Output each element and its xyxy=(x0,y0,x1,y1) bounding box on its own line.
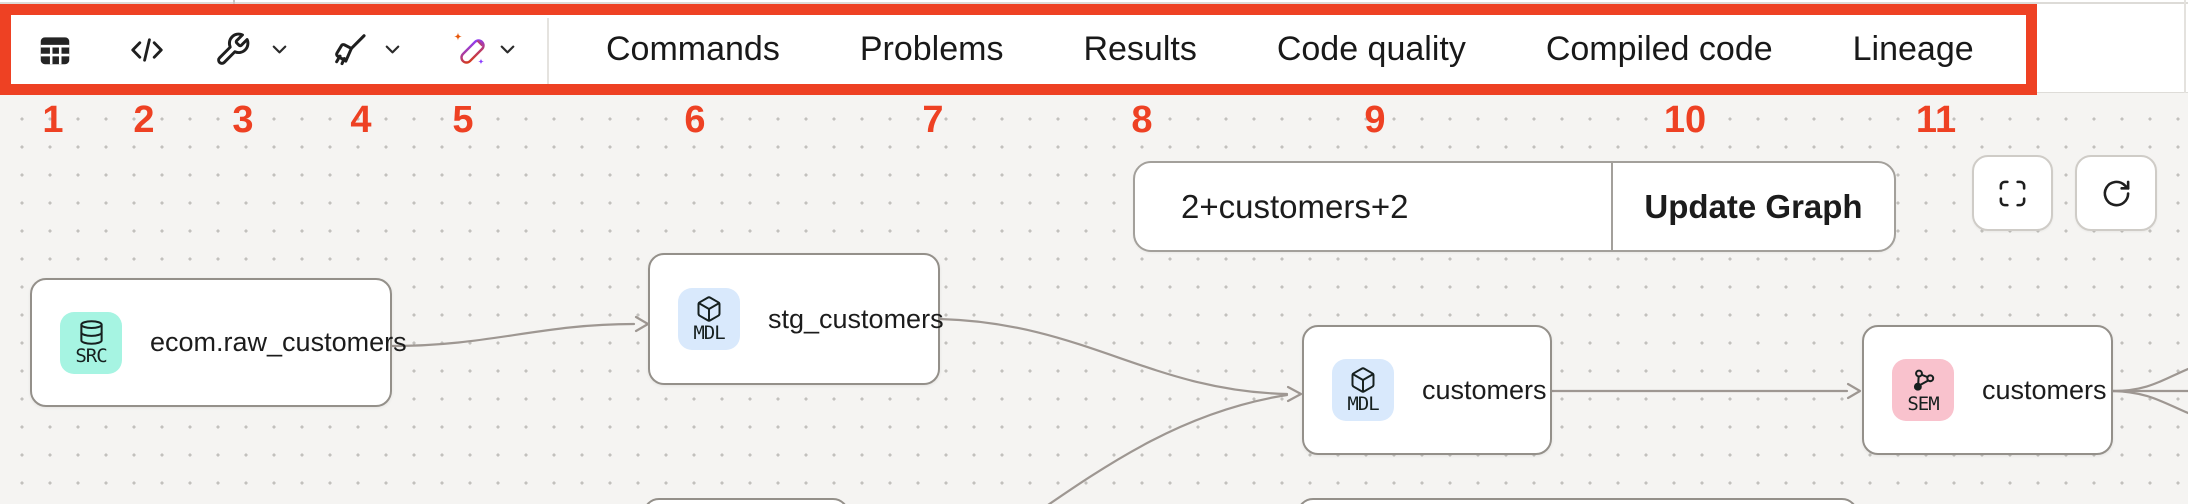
fix-tools-menu-button[interactable] xyxy=(268,4,291,95)
header-divider-stub xyxy=(233,0,235,6)
lineage-node-customers-semantic[interactable]: SEM customers xyxy=(1862,325,2113,455)
annotation-number: 2 xyxy=(133,99,155,141)
lineage-filter: Update Graph xyxy=(1133,161,1896,252)
node-label: customers xyxy=(1982,374,2107,405)
node-type-badge: SEM xyxy=(1892,359,1954,421)
fix-tools-button[interactable] xyxy=(211,4,253,95)
broom-icon xyxy=(330,31,368,69)
wrench-icon xyxy=(214,31,251,68)
lineage-node-customers-model[interactable]: MDL customers xyxy=(1302,325,1552,455)
format-button[interactable] xyxy=(328,4,370,95)
tab-code-quality[interactable]: Code quality xyxy=(1276,30,1466,68)
toolbar-divider xyxy=(547,18,549,84)
lineage-node-partial[interactable] xyxy=(1297,498,1858,504)
annotation-number: 8 xyxy=(1131,99,1153,141)
annotation-number: 4 xyxy=(350,99,372,141)
lineage-node-raw-customers[interactable]: SRC ecom.raw_customers xyxy=(30,278,407,407)
node-label: ecom.raw_customers xyxy=(150,327,407,357)
tab-compiled-code[interactable]: Compiled code xyxy=(1545,30,1773,68)
lineage-node-partial[interactable] xyxy=(643,498,849,504)
code-view-button[interactable] xyxy=(124,4,170,95)
tab-commands[interactable]: Commands xyxy=(606,30,780,68)
chevron-down-icon xyxy=(496,38,519,61)
magic-wand-icon xyxy=(450,30,490,70)
node-type-badge: MDL xyxy=(678,288,740,350)
ai-assist-button[interactable] xyxy=(449,4,491,95)
lineage-filter-input[interactable] xyxy=(1135,163,1611,250)
update-graph-button[interactable]: Update Graph xyxy=(1611,163,1894,250)
header-top-border xyxy=(0,2,2188,4)
ai-assist-menu-button[interactable] xyxy=(496,4,519,95)
fullscreen-button[interactable] xyxy=(1972,155,2053,231)
node-type-label: SEM xyxy=(1907,392,1939,415)
refresh-button[interactable] xyxy=(2075,155,2157,231)
annotation-number: 9 xyxy=(1364,99,1386,141)
table-toggle-button[interactable] xyxy=(33,4,77,95)
header-bar xyxy=(0,0,2188,93)
annotation-number: 7 xyxy=(922,99,944,141)
node-type-label: SRC xyxy=(75,345,107,367)
refresh-icon xyxy=(2101,178,2132,209)
chevron-down-icon xyxy=(268,38,291,61)
annotation-number: 1 xyxy=(42,99,64,141)
node-label: customers xyxy=(1422,374,1547,405)
annotation-number: 6 xyxy=(684,99,706,141)
table-icon xyxy=(35,31,75,69)
tab-results[interactable]: Results xyxy=(1083,30,1197,68)
editor-toolbar: Commands Problems Results Code quality C… xyxy=(0,4,2037,95)
fullscreen-icon xyxy=(1997,178,2028,209)
chevron-down-icon xyxy=(381,38,404,61)
graph-icon xyxy=(1910,367,1937,394)
annotation-number: 5 xyxy=(452,99,474,141)
annotation-number: 11 xyxy=(1915,99,1957,141)
panel-tabs: Commands Problems Results Code quality C… xyxy=(606,4,1974,95)
code-icon xyxy=(126,32,168,68)
cube-icon xyxy=(1349,366,1377,394)
node-type-label: MDL xyxy=(693,322,725,344)
cube-icon xyxy=(695,295,723,323)
tab-problems[interactable]: Problems xyxy=(859,30,1004,68)
database-icon xyxy=(78,319,105,346)
lineage-node-stg-customers[interactable]: MDL stg_customers xyxy=(648,253,944,385)
format-menu-button[interactable] xyxy=(381,4,404,95)
node-label: stg_customers xyxy=(768,303,944,334)
node-type-badge: MDL xyxy=(1332,359,1394,421)
node-type-badge: SRC xyxy=(60,311,122,374)
node-type-label: MDL xyxy=(1347,393,1379,415)
tab-lineage[interactable]: Lineage xyxy=(1852,30,1974,68)
panel-right-border xyxy=(2184,0,2186,93)
annotation-number: 3 xyxy=(232,99,254,141)
annotation-number: 10 xyxy=(1663,99,1707,141)
